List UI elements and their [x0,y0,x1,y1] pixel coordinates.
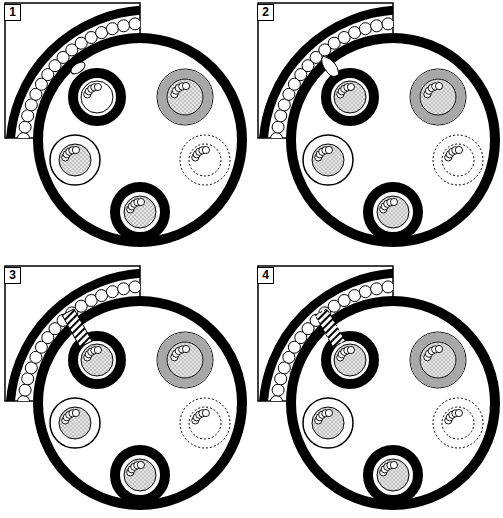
inner-bead [347,83,354,90]
fusion-bud [322,56,339,77]
inner-beads [84,346,102,361]
inner-beads [84,83,102,98]
panel [258,266,503,518]
inner-bead [347,346,354,353]
inner-beads [337,83,355,98]
panel [5,266,290,518]
panel [5,3,290,290]
callout-number: 4 [257,267,274,284]
callout-number: 1 [4,4,21,21]
panel [258,3,503,290]
channel [62,309,92,347]
inner-bead [94,83,101,90]
vesicle [69,60,87,77]
inner-bead [94,346,101,353]
callout-number: 3 [4,267,21,284]
inner-beads [337,346,355,361]
channel [315,309,345,347]
callout-number: 2 [257,4,274,21]
